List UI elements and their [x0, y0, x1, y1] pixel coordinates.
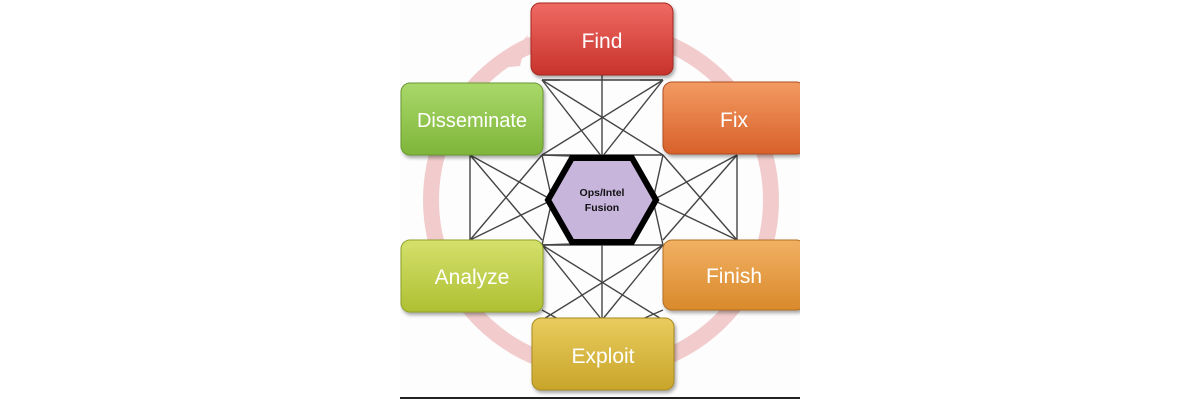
cycle-arrow-icon [498, 35, 528, 68]
diagram-canvas: Ops/Intel Fusion Find Fix Finish Exp [400, 0, 800, 400]
node-disseminate[interactable]: Disseminate [400, 82, 544, 156]
node-analyze-label: Analyze [435, 266, 510, 289]
node-fix[interactable]: Fix [662, 81, 800, 155]
bottom-divider [400, 397, 800, 399]
node-find[interactable]: Find [530, 2, 674, 76]
center-label-line2: Fusion [585, 202, 619, 214]
f3ead-cycle-diagram: Ops/Intel Fusion Find Fix Finish Exp [400, 2, 800, 391]
node-analyze[interactable]: Analyze [400, 239, 544, 313]
node-disseminate-label: Disseminate [417, 110, 527, 132]
center-label-line1: Ops/Intel [580, 187, 625, 199]
node-exploit[interactable]: Exploit [531, 317, 675, 391]
node-exploit-label: Exploit [571, 345, 634, 368]
node-find-label: Find [582, 30, 623, 53]
connection-lines [469, 75, 738, 321]
center-node-ops-intel-fusion: Ops/Intel Fusion [544, 155, 660, 245]
node-finish[interactable]: Finish [662, 239, 800, 311]
node-fix-label: Fix [720, 109, 748, 132]
node-finish-label: Finish [706, 265, 762, 288]
